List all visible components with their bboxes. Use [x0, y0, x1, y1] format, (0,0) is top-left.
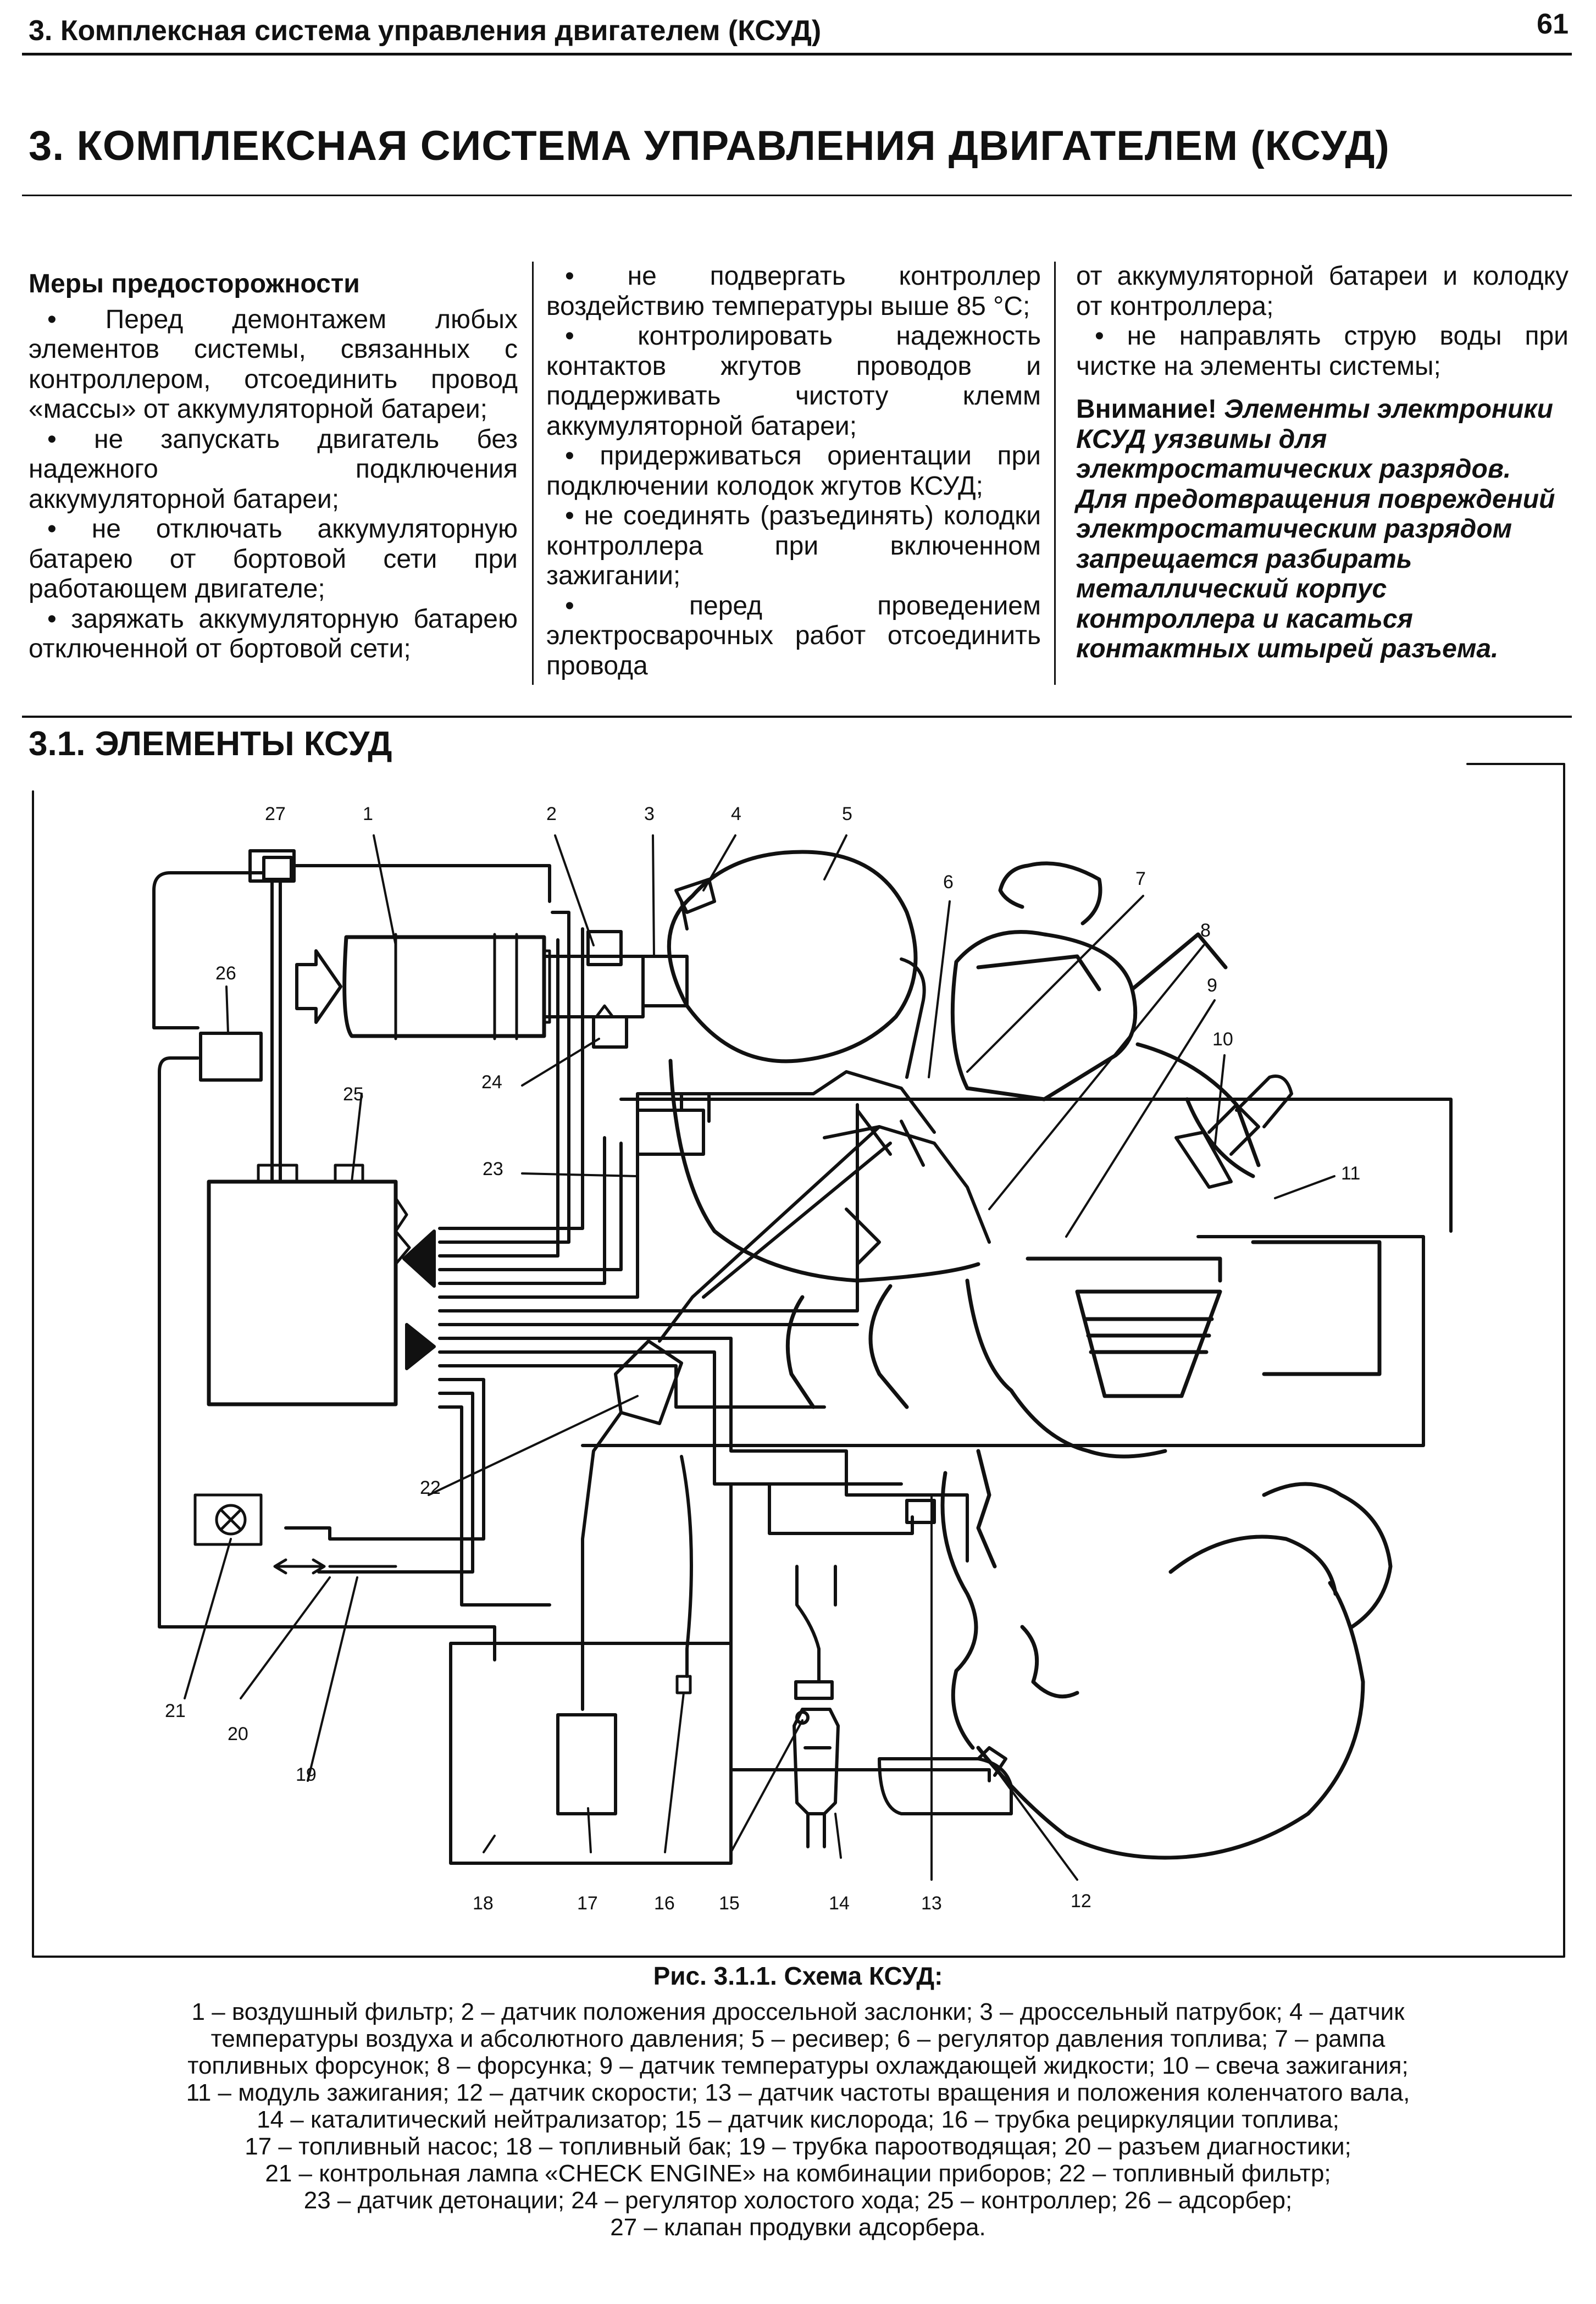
- diagnostic-connector-20: [273, 1558, 326, 1575]
- precaution-item: • придерживаться ориентации при подключе…: [546, 441, 1041, 501]
- precautions-subtitle: Меры предосторожности: [29, 269, 360, 298]
- receiver-5: [667, 850, 918, 1064]
- legend-line: 17 – топливный насос; 18 – топливный бак…: [245, 2133, 1351, 2160]
- running-header: 3. Комплексная система управления двигат…: [29, 15, 822, 47]
- throttle-body-3: [542, 930, 689, 1049]
- callout-18: 18: [473, 1893, 494, 1914]
- callout-2: 2: [546, 804, 557, 824]
- precaution-item: • перед проведением электросварочных раб…: [546, 591, 1041, 680]
- precaution-item: • не направлять струю воды при чистке на…: [1076, 322, 1569, 381]
- legend-line: 27 – клапан продувки адсорбера.: [610, 2214, 986, 2241]
- callout-7: 7: [1135, 868, 1146, 889]
- legend-line: 21 – контрольная лампа «CHECK ENGINE» на…: [265, 2160, 1331, 2187]
- warning-note: Внимание! Элементы электроники КСУД уязв…: [1076, 395, 1569, 664]
- title-rule: [22, 195, 1572, 196]
- figure-caption: Рис. 3.1.1. Схема КСУД:: [653, 1962, 943, 1990]
- fuel-tank-18: [449, 1642, 733, 1865]
- callout-25: 25: [343, 1084, 364, 1105]
- precaution-item: от аккумуляторной батареи и колодку от к…: [1076, 262, 1569, 321]
- header-rule: [22, 53, 1572, 56]
- engine-block: [668, 861, 1393, 1860]
- connector-arrow: [402, 1229, 436, 1288]
- legend-line: топливных форсунок; 8 – форсунка; 9 – да…: [187, 2052, 1409, 2079]
- legend-line: 23 – датчик детонации; 24 – регулятор хо…: [303, 2187, 1293, 2214]
- precaution-item: • не соединять (разъединять) колодки кон…: [546, 501, 1041, 590]
- precautions-column-1: Меры предосторожности • Перед демонтажем…: [29, 269, 518, 664]
- legend-line: 11 – модуль зажигания; 12 – датчик скоро…: [186, 2079, 1410, 2106]
- callout-21: 21: [165, 1701, 186, 1721]
- figure-legend: 1 – воздушный фильтр; 2 – датчик положен…: [49, 1998, 1547, 2241]
- callout-14: 14: [829, 1893, 850, 1914]
- callout-4: 4: [731, 804, 741, 824]
- callout-26: 26: [215, 963, 236, 984]
- precaution-item: • не подвергать контроллер воздействию т…: [546, 262, 1041, 321]
- fuel-pump-17: [556, 1713, 617, 1815]
- legend-line: 1 – воздушный фильтр; 2 – датчик положен…: [191, 1998, 1405, 2025]
- callout-9: 9: [1207, 975, 1217, 996]
- callout-1: 1: [363, 804, 373, 824]
- catalyst-14: [793, 1565, 840, 1848]
- callout-11: 11: [1341, 1163, 1361, 1184]
- precautions-column-3: от аккумуляторной батареи и колодку от к…: [1076, 262, 1569, 664]
- section-rule: [22, 716, 1572, 718]
- warning-lead: Внимание!: [1076, 395, 1217, 424]
- precaution-item: • не отключать аккумуляторную батарею от…: [29, 514, 518, 603]
- callout-16: 16: [654, 1893, 675, 1914]
- section-title: 3.1. ЭЛЕМЕНТЫ КСУД: [29, 725, 392, 763]
- callout-10: 10: [1212, 1029, 1233, 1050]
- precaution-item: • не запускать двигатель без надежного п…: [29, 424, 518, 514]
- precaution-item: • Перед демонтажем любых элементов систе…: [29, 304, 518, 424]
- column-divider: [532, 262, 534, 685]
- purge-valve-27: [248, 849, 296, 883]
- callout-13: 13: [921, 1893, 942, 1914]
- callout-3: 3: [644, 804, 655, 824]
- precaution-item: • заряжать аккумуляторную батарею отключ…: [29, 604, 518, 664]
- callout-27: 27: [265, 804, 286, 824]
- warning-text: Элементы электроники КСУД уязвимы для эл…: [1076, 395, 1555, 663]
- callout-24: 24: [481, 1072, 502, 1093]
- adsorber-26: [199, 1032, 263, 1082]
- callout-8: 8: [1200, 920, 1211, 941]
- column-divider: [1054, 262, 1056, 685]
- callout-15: 15: [719, 1893, 740, 1914]
- callout-6: 6: [943, 872, 954, 893]
- controller-25: [207, 1179, 398, 1406]
- callout-19: 19: [296, 1764, 317, 1785]
- legend-line: 14 – каталитический нейтрализатор; 15 – …: [257, 2106, 1339, 2133]
- page-number: 61: [1537, 8, 1569, 40]
- check-engine-lamp-21: [193, 1493, 263, 1546]
- fuel-filter-22: [581, 1125, 892, 1711]
- callout-20: 20: [228, 1724, 248, 1744]
- legend-line: температуры воздуха и абсолютного давлен…: [210, 2025, 1386, 2052]
- callout-12: 12: [1071, 1891, 1091, 1912]
- connector-arrow: [405, 1323, 436, 1370]
- callout-23: 23: [483, 1159, 503, 1179]
- callout-5: 5: [842, 804, 852, 824]
- knock-sensor-23: [636, 1092, 711, 1156]
- precautions-column-2: • не подвергать контроллер воздействию т…: [546, 262, 1041, 681]
- callout-17: 17: [577, 1893, 598, 1914]
- precaution-item: • контролировать надежность контактов жг…: [546, 322, 1041, 441]
- chapter-title: 3. КОМПЛЕКСНАЯ СИСТЕМА УПРАВЛЕНИЯ ДВИГАТ…: [29, 123, 1390, 169]
- callout-22: 22: [420, 1477, 441, 1498]
- air-filter-1: [295, 933, 551, 1040]
